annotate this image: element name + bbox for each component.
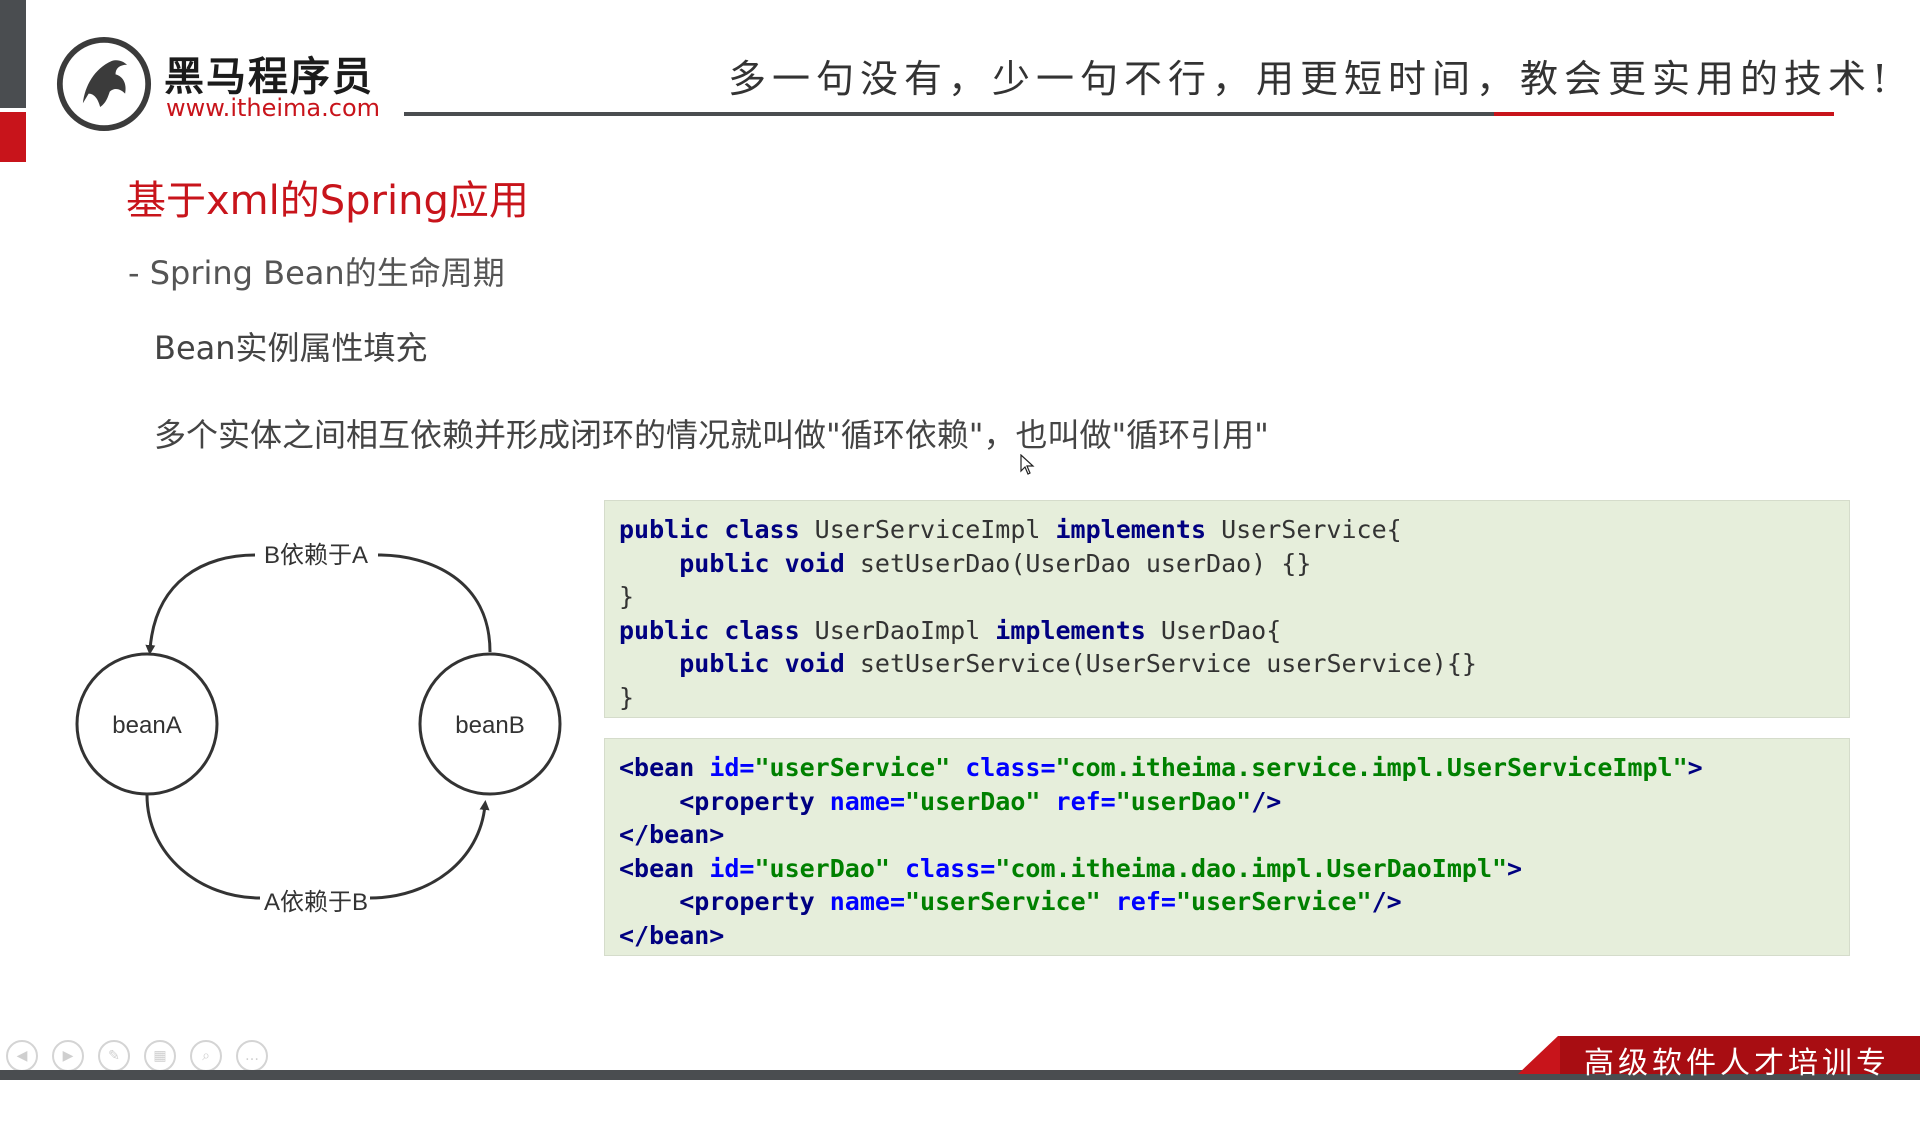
code-token: class= bbox=[904, 853, 996, 883]
slogan: 多一句没有，少一句不行，用更短时间，教会更实用的技术! bbox=[728, 57, 1894, 101]
node-beanB-label: beanB bbox=[455, 712, 524, 739]
code-token: } bbox=[619, 582, 635, 611]
left-accent-red bbox=[0, 112, 26, 162]
code-token: name= bbox=[829, 887, 905, 916]
node-beanA-label: beanA bbox=[112, 712, 181, 739]
logo-url: www.itheima.com bbox=[166, 94, 381, 122]
code-token: public void bbox=[679, 649, 845, 678]
code-token: public void bbox=[679, 548, 845, 578]
code-token: UserDaoImpl bbox=[799, 615, 996, 645]
code-token: public class bbox=[619, 515, 800, 544]
code-token: /> bbox=[1251, 786, 1282, 816]
code-token: <property bbox=[679, 786, 830, 816]
prev-icon[interactable]: ◀ bbox=[6, 1040, 38, 1072]
left-accent-dark bbox=[0, 0, 26, 108]
code-line: } bbox=[619, 681, 1835, 715]
code-token: "userDao" bbox=[754, 853, 905, 883]
code-token: UserServiceImpl bbox=[799, 515, 1056, 544]
code-token: "com.itheima.dao.impl.UserDaoImpl" bbox=[995, 853, 1508, 883]
edge-label-bottom: A依赖于B bbox=[264, 889, 368, 916]
code-token bbox=[619, 649, 679, 678]
code-line: <property name="userService" ref="userSe… bbox=[619, 885, 1835, 919]
code-line: public void setUserDao(UserDao userDao) … bbox=[619, 547, 1835, 581]
edge-top-arrow bbox=[150, 553, 492, 652]
code-token bbox=[619, 887, 679, 916]
code-token: class= bbox=[965, 753, 1056, 782]
code-token: "userDao" bbox=[1115, 786, 1252, 816]
pen-icon[interactable]: ✎ bbox=[98, 1040, 130, 1072]
code-token: setUserService(UserService userService){… bbox=[844, 649, 1477, 678]
code-token: > bbox=[1687, 753, 1703, 782]
slide-title: 基于xml的Spring应用 bbox=[126, 178, 529, 224]
circular-dependency-diagram: B依赖于A A依赖于B beanA beanB bbox=[75, 542, 562, 916]
code-token bbox=[619, 787, 679, 816]
footer-bar bbox=[0, 1070, 1920, 1080]
code-line: <bean id="userService" class="com.itheim… bbox=[619, 751, 1835, 785]
footer-tagline: 高级软件人才培训专家 bbox=[1584, 1046, 1890, 1125]
code-token: "userService" bbox=[905, 887, 1116, 916]
header-divider bbox=[404, 112, 1494, 116]
code-token: </bean> bbox=[619, 920, 725, 950]
code-token: id= bbox=[709, 853, 755, 883]
code-token: <bean bbox=[619, 853, 710, 883]
code-line: <property name="userDao" ref="userDao"/> bbox=[619, 785, 1835, 819]
code-token: public class bbox=[619, 615, 800, 645]
code-token: > bbox=[1507, 853, 1523, 883]
code-token: name= bbox=[829, 786, 905, 816]
code-line: public class UserDaoImpl implements User… bbox=[619, 614, 1835, 648]
code-token: "userService" bbox=[1175, 887, 1372, 916]
code-token: ref= bbox=[1115, 887, 1176, 916]
logo: 黑马程序员 www.itheima.com bbox=[56, 30, 386, 132]
code-line: </bean> bbox=[619, 919, 1835, 953]
logo-brand-name: 黑马程序员 bbox=[164, 54, 374, 100]
next-icon[interactable]: ▶ bbox=[52, 1040, 84, 1072]
code-token: "userService" bbox=[754, 753, 966, 782]
header-divider-accent bbox=[1494, 112, 1834, 116]
xml-code-block: <bean id="userService" class="com.itheim… bbox=[604, 738, 1850, 956]
code-token: implements bbox=[995, 615, 1146, 645]
code-token: UserDao{ bbox=[1145, 615, 1282, 645]
slide-description: 多个实体之间相互依赖并形成闭环的情况就叫做"循环依赖"，也叫做"循环引用" bbox=[154, 416, 1269, 454]
node-beanA bbox=[75, 652, 219, 796]
code-token: implements bbox=[1055, 515, 1207, 544]
node-beanB bbox=[418, 652, 562, 796]
slide-subtitle: - Spring Bean的生命周期 bbox=[128, 254, 505, 292]
horse-logo-icon bbox=[56, 36, 152, 132]
more-icon[interactable]: … bbox=[236, 1040, 268, 1072]
java-code-block: public class UserServiceImpl implements … bbox=[604, 500, 1850, 718]
code-line: public void setUserService(UserService u… bbox=[619, 647, 1835, 681]
zoom-icon[interactable]: ⌕ bbox=[190, 1040, 222, 1072]
edge-bottom-arrow bbox=[145, 794, 485, 900]
code-token: id= bbox=[709, 753, 755, 782]
code-token: <property bbox=[679, 887, 830, 916]
code-token: ref= bbox=[1055, 786, 1116, 816]
edge-label-top: B依赖于A bbox=[264, 542, 368, 569]
code-line: </bean> bbox=[619, 818, 1835, 852]
code-token: /> bbox=[1371, 887, 1402, 916]
code-line: public class UserServiceImpl implements … bbox=[619, 513, 1835, 547]
code-line: } bbox=[619, 580, 1835, 614]
code-token: "com.itheima.service.impl.UserServiceImp… bbox=[1055, 753, 1688, 782]
code-token: </bean> bbox=[619, 820, 725, 849]
slide-point: Bean实例属性填充 bbox=[154, 329, 428, 367]
code-token: } bbox=[619, 682, 635, 712]
mouse-cursor-icon bbox=[1020, 454, 1035, 475]
code-token: "userDao" bbox=[905, 786, 1056, 816]
presentation-toolbar: ◀ ▶ ✎ ▦ ⌕ … bbox=[6, 1040, 268, 1072]
footer-tag-band bbox=[1560, 1036, 1920, 1074]
slides-icon[interactable]: ▦ bbox=[144, 1040, 176, 1072]
code-token: setUserDao(UserDao userDao) {} bbox=[844, 548, 1312, 578]
code-line: <bean id="userDao" class="com.itheima.da… bbox=[619, 852, 1835, 886]
code-token: <bean bbox=[619, 753, 710, 782]
code-token: UserService{ bbox=[1206, 515, 1402, 544]
code-token bbox=[619, 549, 679, 578]
